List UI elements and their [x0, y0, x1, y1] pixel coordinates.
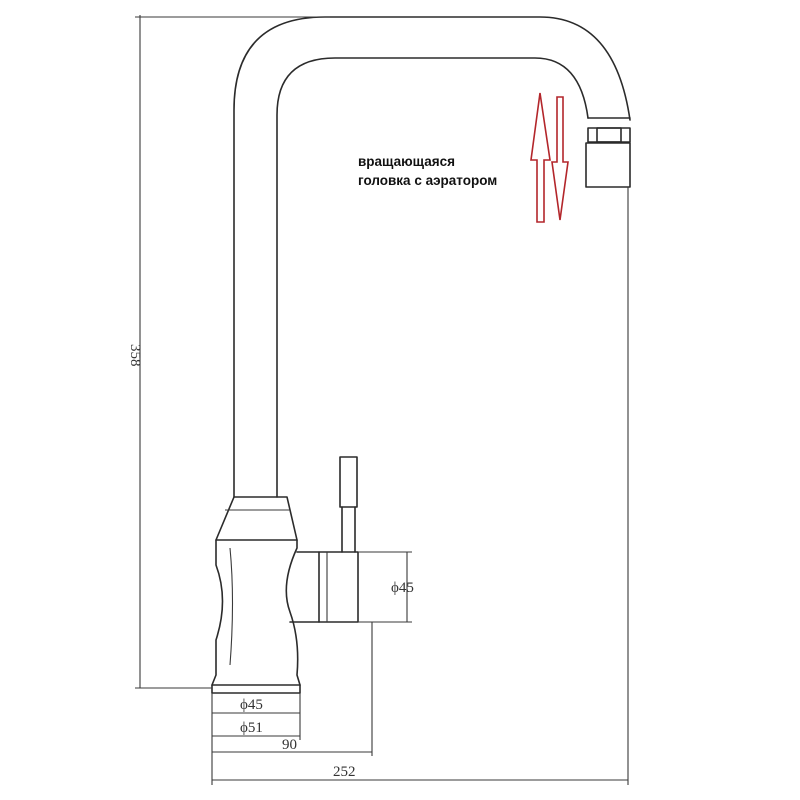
- arrow-down-icon: [551, 96, 569, 221]
- body-left-contour: [211, 539, 224, 686]
- body-right-contour: [285, 539, 301, 686]
- annotation-line-1: вращающаяся: [358, 154, 455, 169]
- annotation-line-2: головка с аэратором: [358, 173, 498, 188]
- handle-disc: [318, 551, 359, 623]
- spout-outer-contour: [233, 16, 631, 498]
- aerator-head: [585, 117, 631, 188]
- faucet-body: [211, 496, 301, 694]
- arrow-up-icon: [530, 92, 551, 223]
- aerator-annotation: вращающаяся головка с аэратором: [358, 152, 497, 190]
- faucet-spout: [233, 16, 631, 498]
- rotation-arrows: [530, 92, 569, 223]
- dim-spout-reach-label: 252: [333, 764, 356, 780]
- spout-inner-contour: [276, 57, 589, 498]
- dimension-lines: [135, 15, 629, 785]
- dim-handle-offset-label: 90: [282, 737, 297, 753]
- dim-base-outer-diameter-label: ϕ51: [240, 720, 263, 736]
- faucet-handle: [289, 456, 359, 623]
- handle-lever: [339, 456, 358, 508]
- dim-base-inner-diameter-label: ϕ45: [240, 697, 263, 713]
- dim-handle-diameter-label: ϕ45: [391, 580, 414, 596]
- body-base: [211, 684, 301, 694]
- body-collar: [215, 496, 298, 541]
- dim-height-label: 358: [127, 344, 143, 367]
